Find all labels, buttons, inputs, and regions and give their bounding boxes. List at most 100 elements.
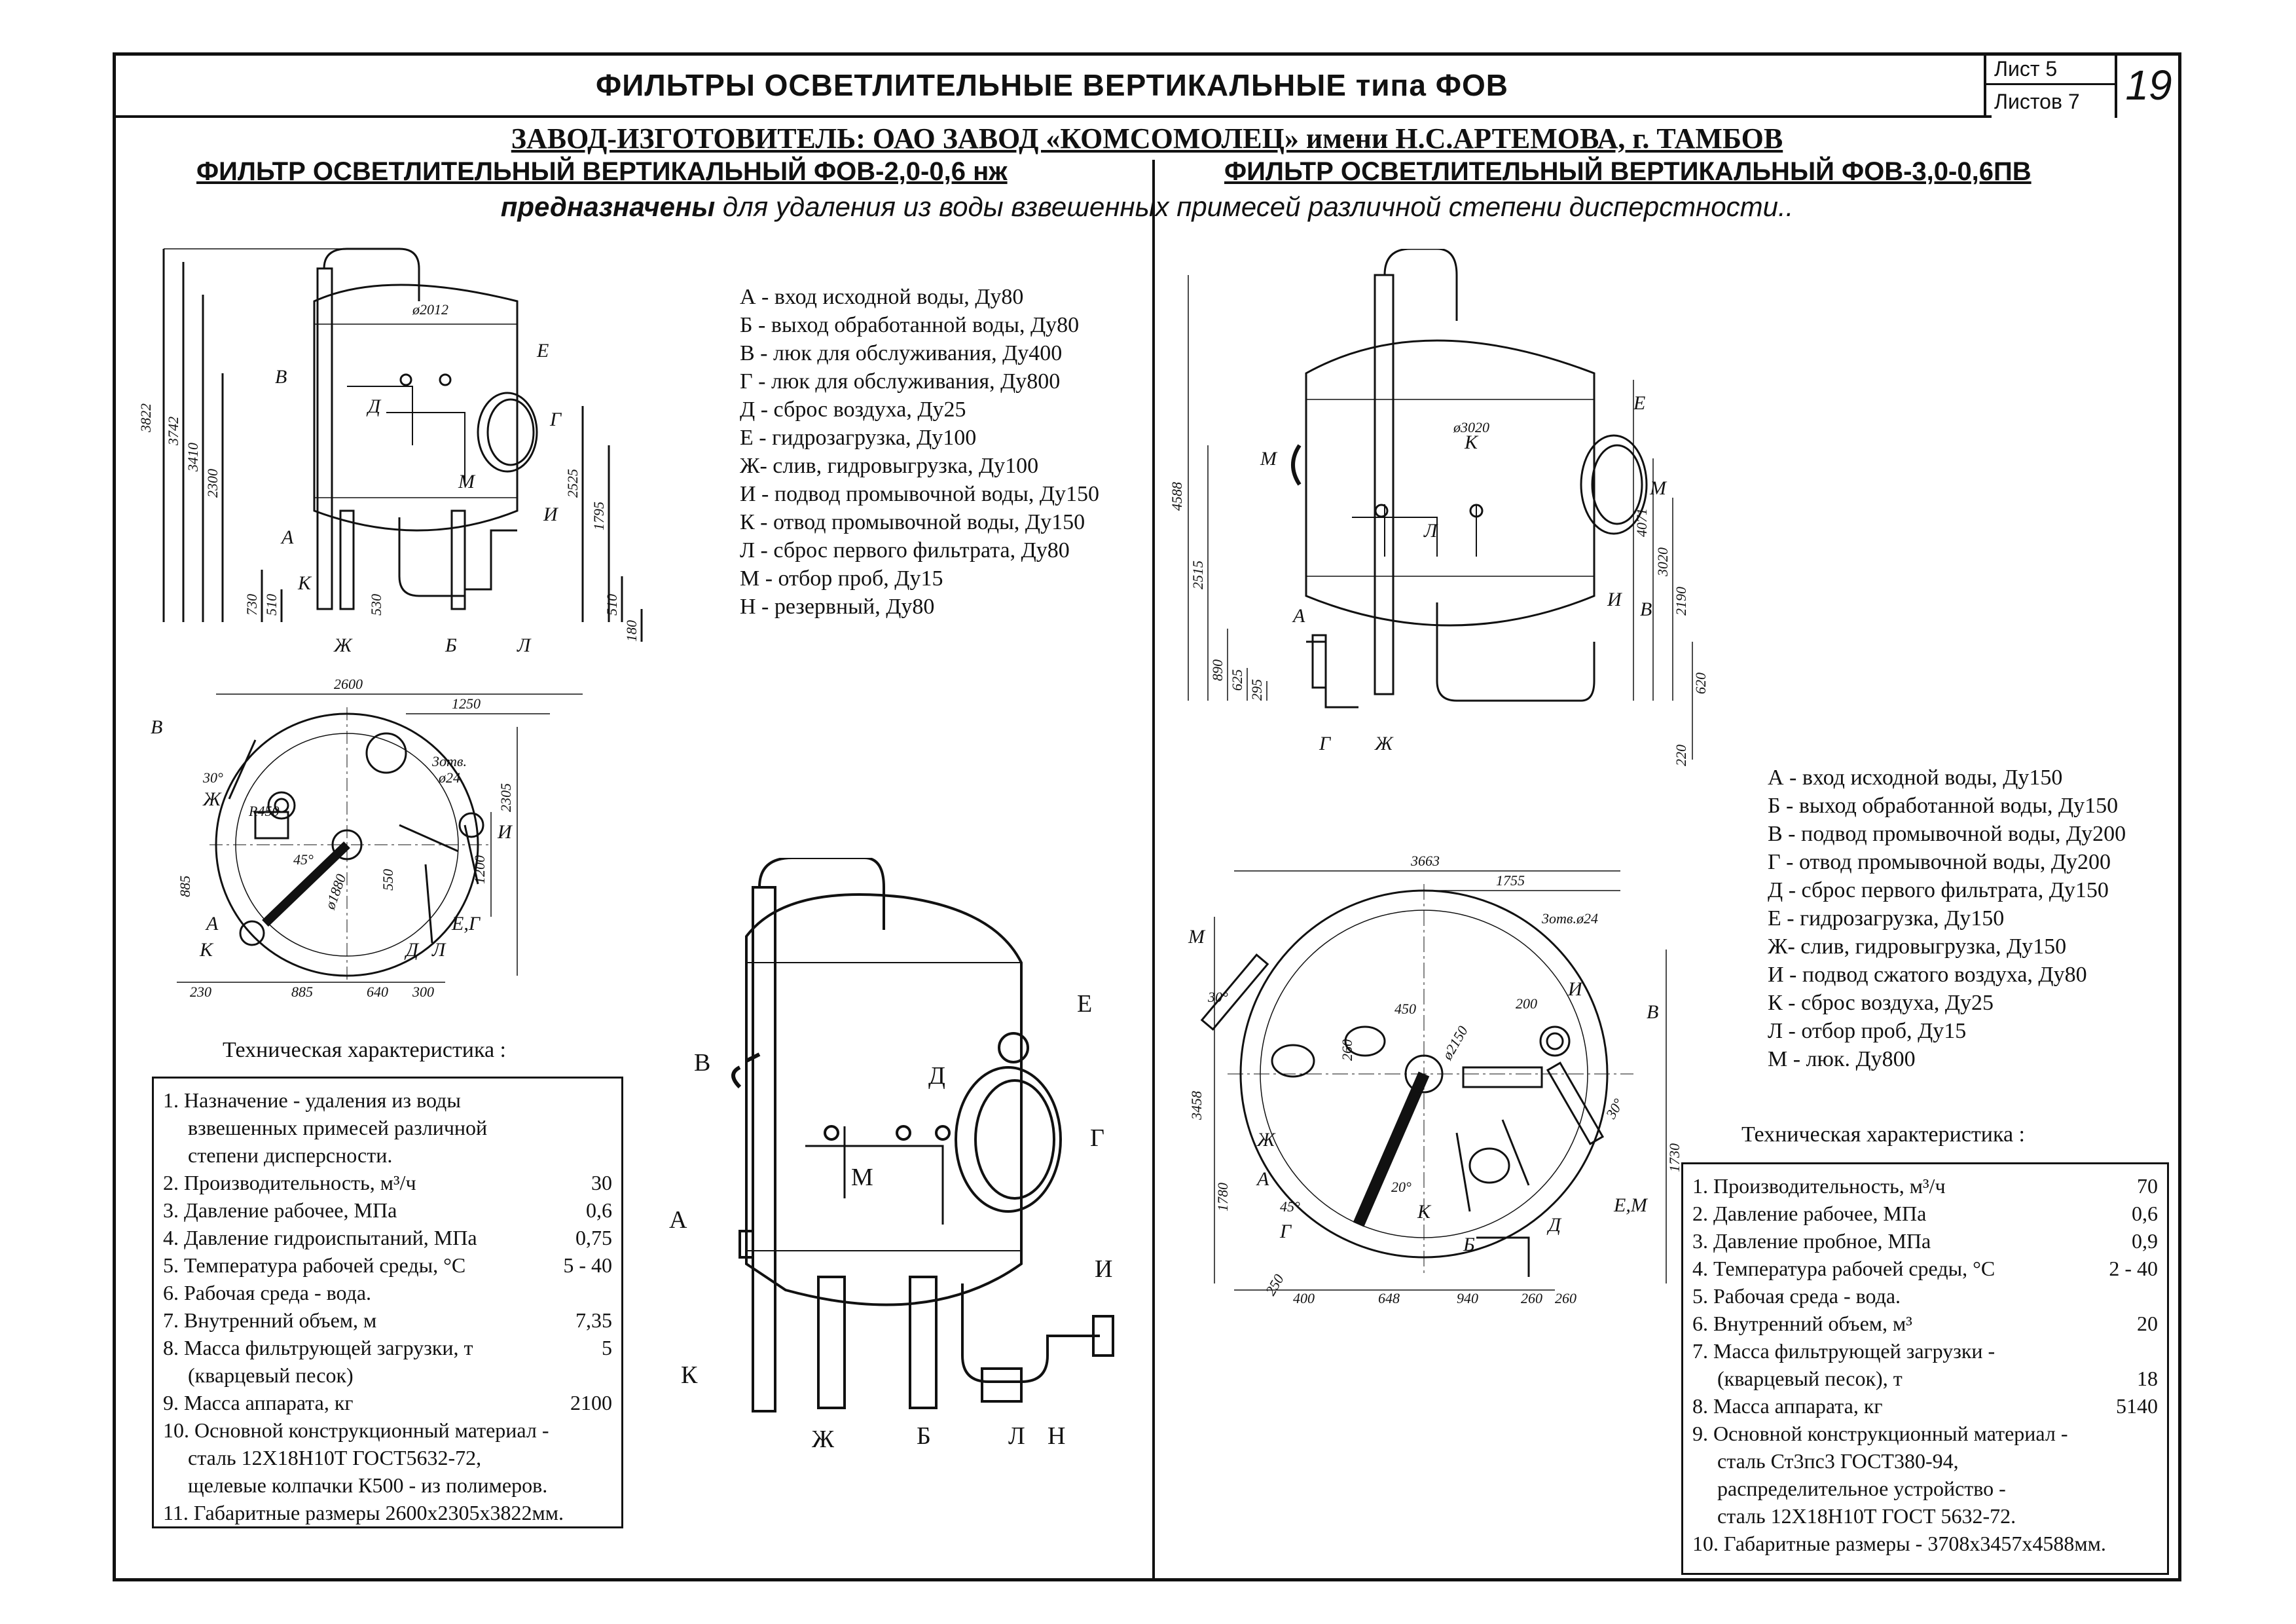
svg-text:30°: 30° — [202, 769, 223, 786]
spec-row: 9. Основной конструкционный материал - — [1692, 1420, 2158, 1447]
svg-text:3отв.ø24: 3отв.ø24 — [1541, 910, 1598, 927]
title-row — [113, 52, 1992, 118]
spec-num: 7. — [1692, 1339, 1708, 1363]
svg-text:2600: 2600 — [334, 676, 363, 692]
spec-label: Габаритные размеры - 3708х3457х4588мм. — [1724, 1532, 2106, 1555]
svg-text:2515: 2515 — [1190, 561, 1206, 589]
svg-text:А: А — [280, 526, 294, 548]
svg-text:2190: 2190 — [1673, 587, 1689, 616]
svg-text:М: М — [1188, 926, 1206, 948]
right-legend: А - вход исходной воды, Ду150 Б - выход … — [1768, 764, 2126, 1073]
purpose-line: предназначены для удаления из воды взвеш… — [113, 191, 2181, 223]
svg-text:510: 510 — [263, 594, 280, 616]
svg-text:625: 625 — [1229, 669, 1245, 691]
spec-label: Температура рабочей среды, °С — [184, 1253, 466, 1277]
svg-text:200: 200 — [1516, 995, 1537, 1012]
svg-text:ø24: ø24 — [438, 769, 460, 786]
svg-text:К: К — [681, 1361, 698, 1389]
svg-text:295: 295 — [1248, 679, 1265, 701]
svg-text:Г: Г — [1090, 1124, 1104, 1152]
left-legend: А - вход исходной воды, Ду80 Б - выход о… — [740, 283, 1099, 621]
spec-row: 10. Основной конструкционный материал - — [163, 1416, 612, 1444]
legend-item: В - подвод промывочной воды, Ду200 — [1768, 822, 2126, 846]
svg-text:В: В — [275, 366, 287, 388]
spec-cont: степени дисперсности. — [188, 1143, 393, 1167]
spec-num: 1. — [1692, 1174, 1708, 1198]
svg-text:30°: 30° — [1207, 989, 1228, 1005]
svg-text:В: В — [1640, 599, 1652, 620]
legend-item: Д - сброс воздуха, Ду25 — [740, 397, 966, 422]
svg-text:260: 260 — [1339, 1039, 1355, 1061]
spec-cont: распределительное устройство - — [1717, 1477, 2006, 1500]
svg-text:450: 450 — [1394, 1001, 1416, 1017]
legend-item: Е - гидрозагрузка, Ду100 — [740, 426, 977, 450]
svg-text:Л: Л — [1008, 1422, 1025, 1450]
svg-text:400: 400 — [1293, 1290, 1315, 1306]
svg-text:45°: 45° — [293, 851, 314, 868]
spec-text: 3. Давление рабочее, МПа — [163, 1196, 397, 1224]
spec-value: 5 — [602, 1336, 612, 1359]
svg-text:1730: 1730 — [1666, 1143, 1683, 1172]
svg-text:640: 640 — [367, 984, 388, 1000]
spec-row: 10. Габаритные размеры - 3708х3457х4588м… — [1692, 1530, 2158, 1557]
svg-text:220: 220 — [1673, 745, 1689, 766]
spec-cont: сталь Ст3пс3 ГОСТ380-94, — [1717, 1449, 1959, 1473]
spec-value: 0,6 — [586, 1198, 612, 1222]
svg-text:Ж: Ж — [812, 1426, 835, 1453]
spec-num: 9. — [1692, 1422, 1708, 1445]
spec-value: 30 — [591, 1171, 612, 1194]
spec-text: 1. Назначение - удаления из воды — [163, 1086, 461, 1114]
svg-text:1795: 1795 — [591, 502, 607, 530]
spec-row: 6. Рабочая среда - вода. — [163, 1279, 612, 1306]
spec-label: Давление рабочее, МПа — [184, 1198, 397, 1222]
svg-text:Е: Е — [1633, 392, 1645, 414]
svg-text:К: К — [297, 572, 312, 594]
spec-text: 8. Масса аппарата, кг — [1692, 1392, 1883, 1420]
svg-text:ø2012: ø2012 — [412, 301, 448, 318]
purpose-bold: предназначены — [500, 191, 716, 222]
spec-value: 70 — [2137, 1174, 2158, 1198]
spec-value: 0,6 — [2132, 1202, 2158, 1225]
svg-text:Б: Б — [917, 1422, 931, 1450]
legend-item: А - вход исходной воды, Ду80 — [740, 285, 1024, 309]
svg-text:В: В — [151, 716, 162, 738]
spec-text: 4. Давление гидроиспытаний, МПа — [163, 1224, 477, 1251]
spec-num: 11. — [163, 1501, 189, 1524]
spec-cont: щелевые колпачки К500 - из полимеров. — [188, 1473, 548, 1497]
spec-num: 1. — [163, 1088, 179, 1112]
spec-num: 3. — [1692, 1229, 1708, 1253]
sheet-label: Лист 5 — [1986, 52, 2117, 85]
spec-num: 10. — [1692, 1532, 1719, 1555]
sheet-box: Лист 5 Листов 7 — [1984, 52, 2117, 118]
spec-row: 1. Назначение - удаления из воды — [163, 1086, 612, 1114]
svg-text:R450: R450 — [248, 803, 279, 819]
spec-value: 5 - 40 — [563, 1253, 612, 1277]
spec-text: 9. Масса аппарата, кг — [163, 1389, 354, 1416]
svg-text:940: 940 — [1457, 1290, 1478, 1306]
legend-item: Л - сброс первого фильтрата, Ду80 — [740, 538, 1070, 563]
legend-item: Г - люк для обслуживания, Ду800 — [740, 369, 1061, 394]
spec-value: 0,9 — [2132, 1229, 2158, 1253]
svg-text:М: М — [1649, 477, 1667, 499]
legend-item: М - люк. Ду800 — [1768, 1047, 1916, 1071]
spec-label: Рабочая среда - вода. — [184, 1281, 372, 1304]
svg-text:К: К — [1417, 1201, 1432, 1223]
spec-num: 5. — [1692, 1284, 1708, 1308]
spec-label: Габаритные размеры 2600х2305х3822мм. — [193, 1501, 564, 1524]
spec-label: Основной конструкционный материал - — [194, 1418, 549, 1442]
legend-item: Л - отбор проб, Ду15 — [1768, 1019, 1967, 1043]
spec-cont: сталь 12Х18Н10Т ГОСТ 5632-72. — [1717, 1504, 2016, 1528]
spec-num: 2. — [163, 1171, 179, 1194]
legend-item: К - отвод промывочной воды, Ду150 — [740, 510, 1085, 534]
svg-text:А: А — [1292, 605, 1305, 627]
